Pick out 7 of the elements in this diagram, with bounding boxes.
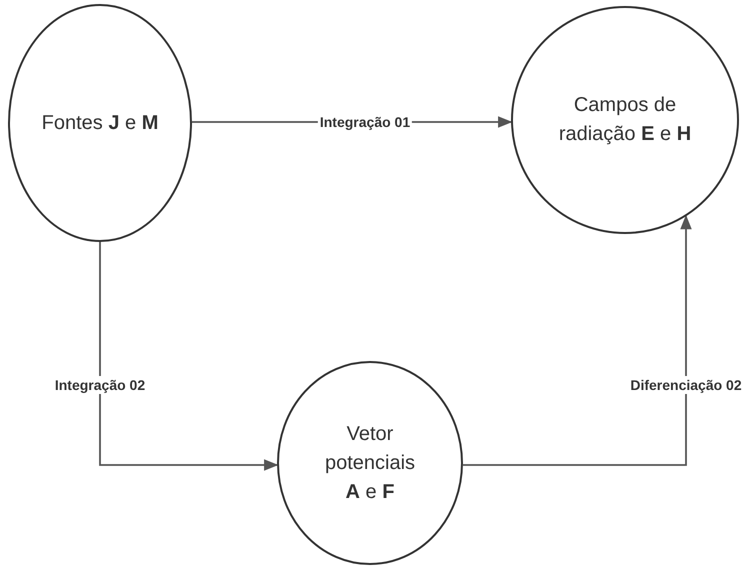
arrow — [99, 240, 278, 471]
edge-label: Diferenciação 02 — [628, 376, 744, 394]
node-label: Vetor potenciais A e F — [324, 422, 416, 504]
edge-label: Integração 02 — [52, 376, 148, 394]
node-label: Campos de radiação E e H — [558, 93, 692, 147]
node-label: Fontes J e M — [40, 110, 160, 136]
arrow — [462, 214, 692, 466]
